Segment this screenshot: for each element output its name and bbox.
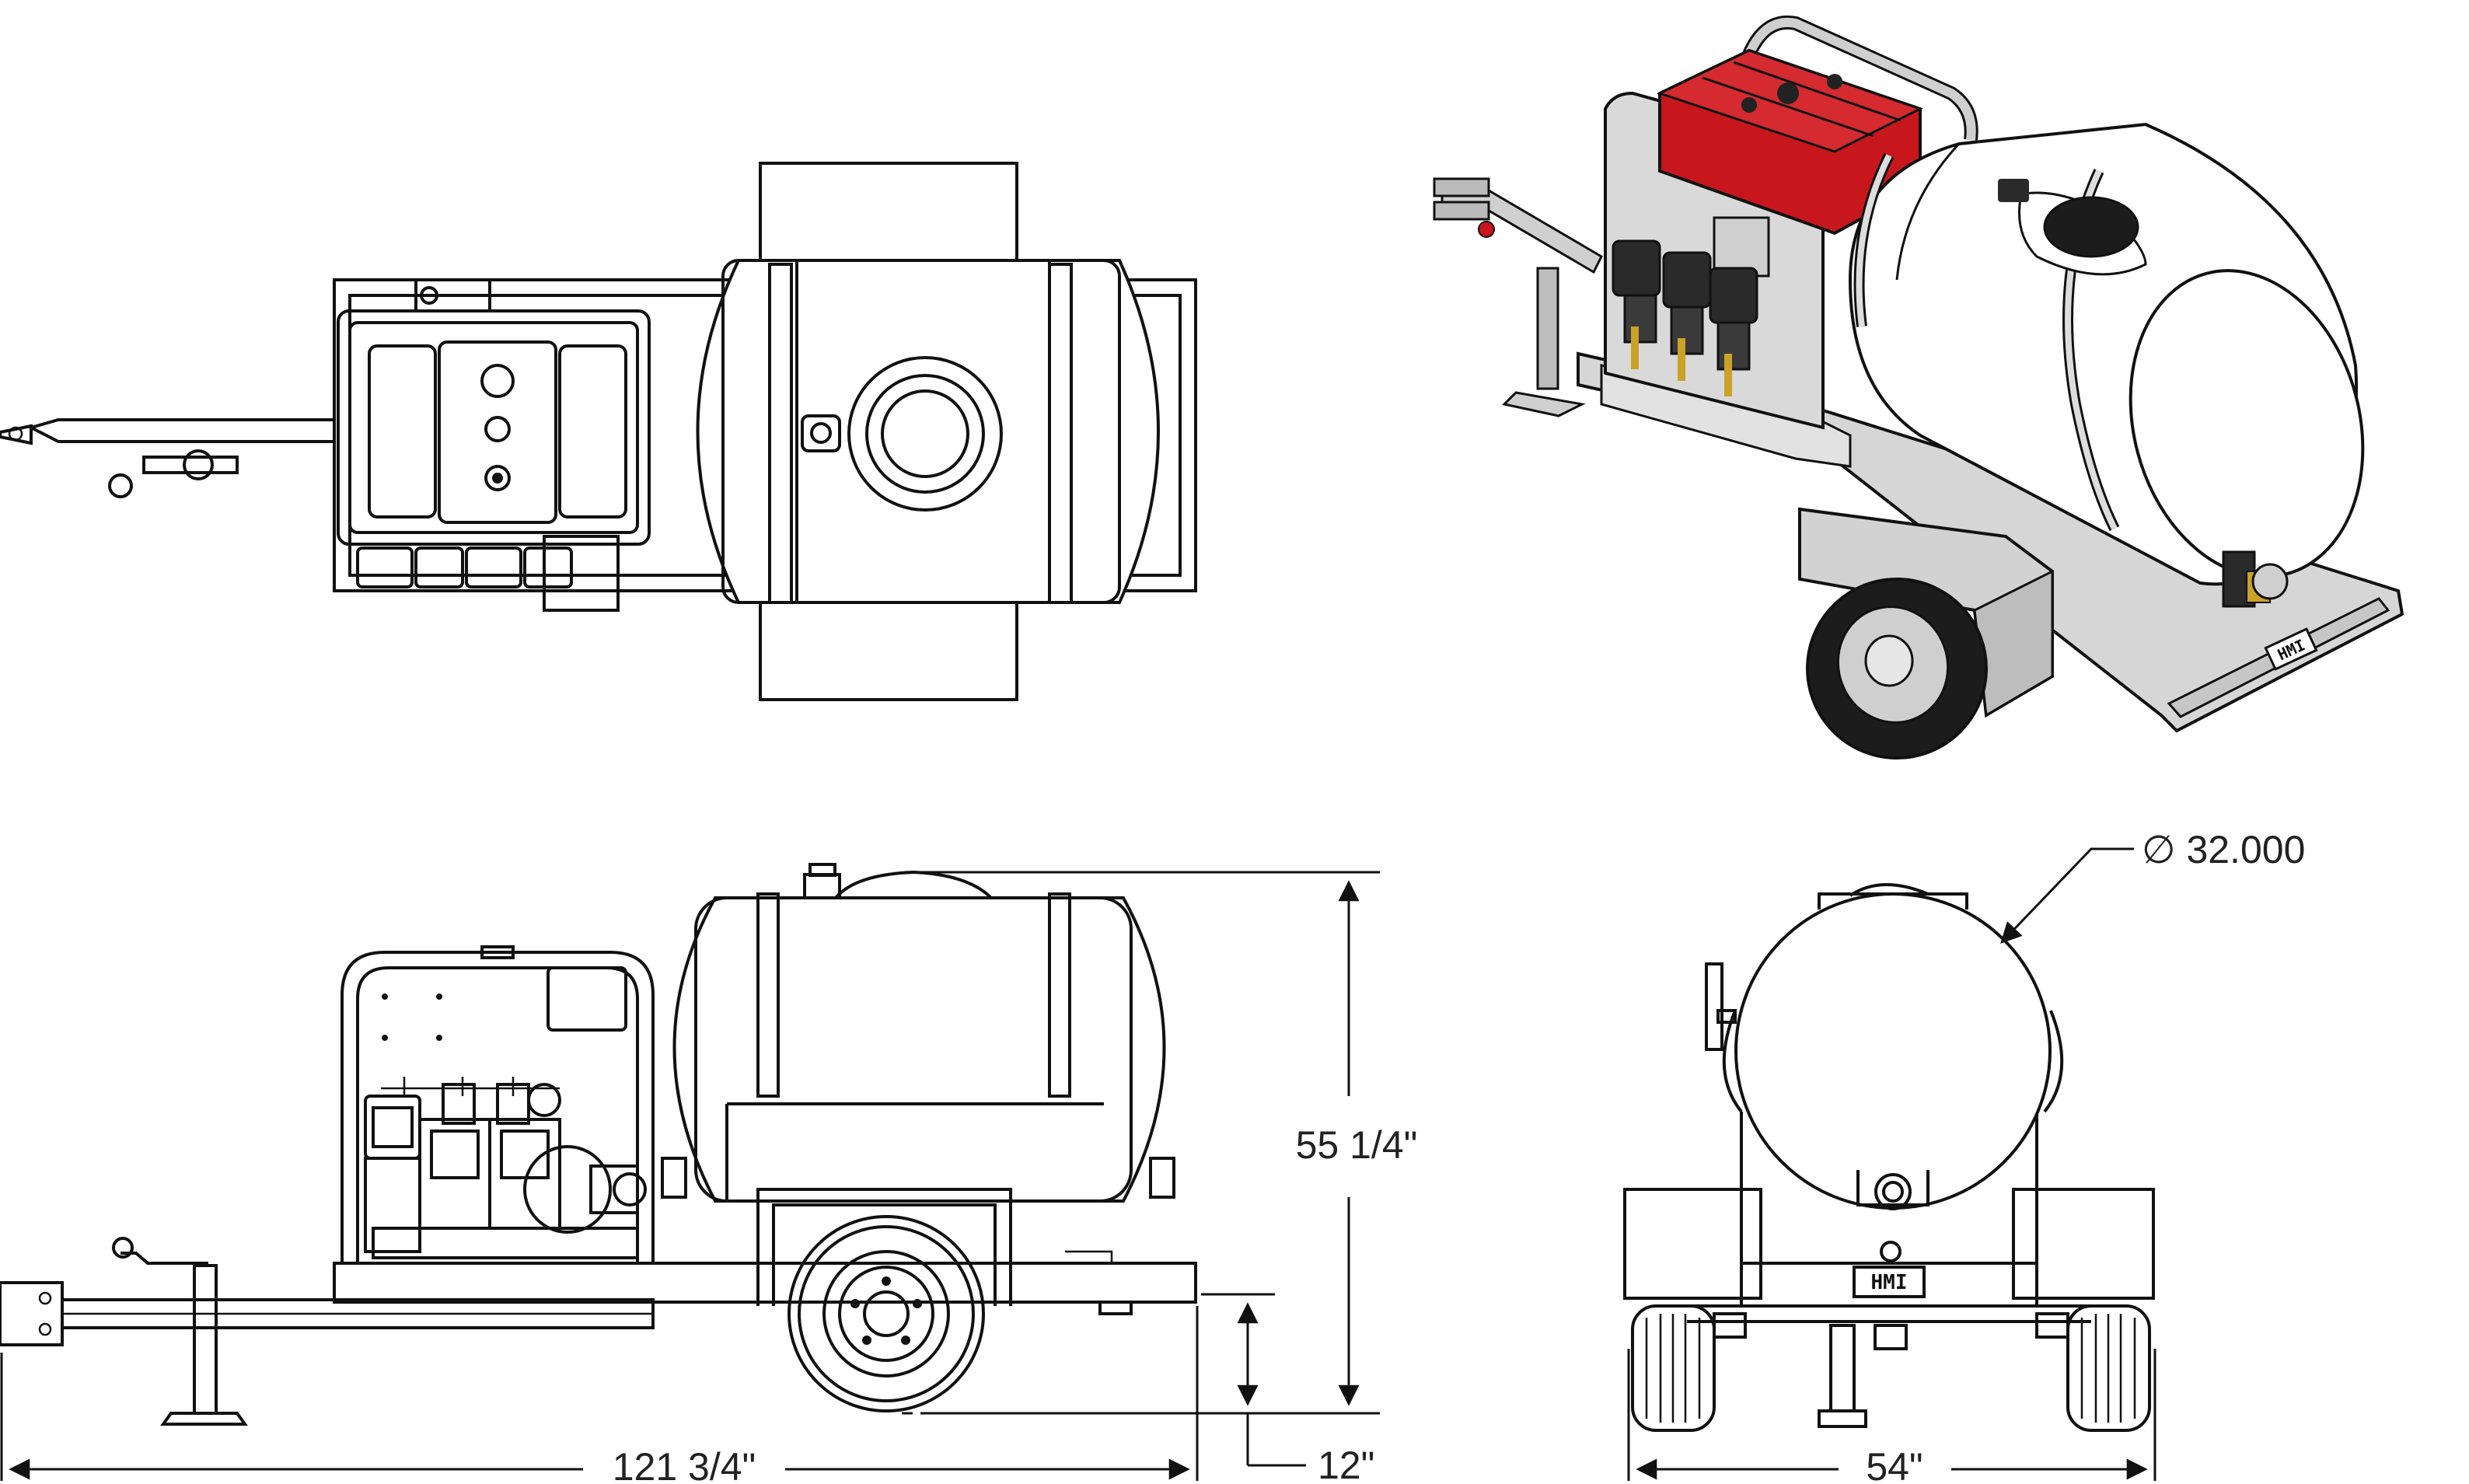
rear-brand-plate bbox=[1853, 1266, 1926, 1298]
iso-valves bbox=[1612, 239, 1758, 396]
dim-overall-height-label: 55 1/4" bbox=[1296, 1123, 1418, 1167]
side-wheel bbox=[787, 1215, 985, 1412]
dim-overall-length: 121 3/4" bbox=[0, 1306, 1199, 1484]
side-frame-rail bbox=[333, 1262, 1197, 1304]
top-pump-enclosure bbox=[337, 309, 651, 546]
dim-overall-length-label: 121 3/4" bbox=[613, 1445, 756, 1484]
side-pump-cluster bbox=[364, 1077, 647, 1259]
rear-brand-text: HMI bbox=[1871, 1271, 1908, 1294]
dim-overall-width-label: 54" bbox=[1866, 1445, 1922, 1484]
top-view bbox=[0, 162, 1197, 701]
iso-brand-plate bbox=[2264, 627, 2318, 671]
top-manway bbox=[847, 356, 1003, 512]
rear-fender-right bbox=[2012, 1188, 2155, 1300]
dim-ground-clearance: 12" bbox=[902, 1293, 1374, 1484]
side-tank bbox=[672, 896, 1166, 1203]
side-view bbox=[0, 863, 1197, 1426]
rear-tire-left bbox=[1631, 1304, 1747, 1432]
dim-tank-diameter-label: ∅ 32.000 bbox=[2142, 828, 2305, 871]
rear-fender-left bbox=[1623, 1188, 1762, 1300]
iso-view: HMI bbox=[1433, 15, 2404, 759]
iso-manway bbox=[2043, 196, 2139, 258]
rear-tire-right bbox=[2035, 1304, 2151, 1432]
dim-ground-clearance-label: 12" bbox=[1318, 1444, 1374, 1484]
side-enclosure bbox=[340, 951, 655, 1263]
top-tongue bbox=[26, 418, 336, 443]
rear-view: HMI bbox=[1623, 883, 2155, 1432]
iso-wheel bbox=[1806, 578, 1988, 759]
top-tank bbox=[696, 259, 1160, 604]
dim-overall-width: 54" bbox=[1627, 1349, 2156, 1484]
dim-tank-diameter: ∅ 32.000 bbox=[2000, 828, 2305, 944]
dim-overall-height: 55 1/4" bbox=[917, 871, 1418, 1415]
side-fender bbox=[756, 1188, 1012, 1306]
side-jack bbox=[193, 1264, 218, 1415]
